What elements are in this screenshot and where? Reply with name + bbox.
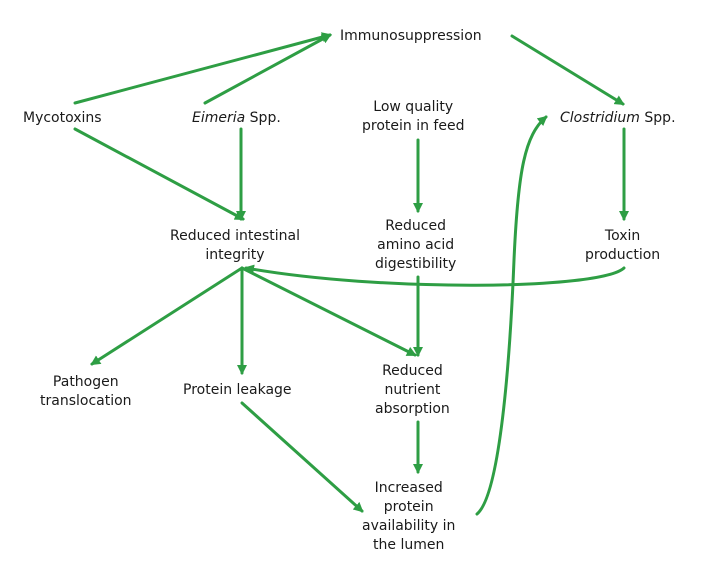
node-clostridium-genus: Clostridium (560, 110, 640, 126)
arrow-mycotoxins-to-immunosuppression (73, 32, 332, 105)
node-reduced-intestinal-integrity-line-2: integrity (205, 247, 265, 263)
node-clostridium-label: Clostridium Spp. (560, 109, 676, 128)
node-low-quality-protein-line-1: Low quality (373, 99, 454, 115)
node-pathogen-translocation-line-2: translocation (40, 393, 132, 409)
node-clostridium: Clostridium Spp. (560, 109, 676, 128)
node-protein-leakage: Protein leakage (183, 381, 292, 400)
arrow-eimeria-to-immunosuppression (203, 33, 332, 105)
node-eimeria: Eimeria Spp. (192, 109, 281, 128)
node-reduced-intestinal-integrity-line-1: Reduced intestinal (170, 228, 300, 244)
node-clostridium-suffix: Spp. (639, 110, 676, 126)
arrow-immunosuppression-to-clostridium (510, 34, 625, 106)
node-eimeria-suffix: Spp. (245, 110, 281, 126)
node-toxin-production: Toxin production (585, 227, 660, 265)
node-low-quality-protein: Low quality protein in feed (362, 98, 464, 136)
arrow-protein-leakage-to-increased-protein-availability (240, 401, 364, 513)
node-reduced-nutrient-absorption-line-2: nutrient (384, 382, 441, 398)
node-low-quality-protein-line-2: protein in feed (362, 118, 465, 134)
arrow-reduced-intestinal-integrity-to-pathogen-translocation (90, 266, 244, 366)
node-toxin-production-line-1: Toxin (604, 228, 641, 244)
node-increased-protein-availability-line-4: the lumen (373, 537, 445, 553)
node-reduced-amino-acid-digestibility-line-1: Reduced (385, 218, 446, 234)
node-increased-protein-availability: Increased protein availability in the lu… (362, 479, 455, 555)
node-reduced-intestinal-integrity: Reduced intestinal integrity (170, 227, 300, 265)
node-eimeria-genus: Eimeria (192, 110, 246, 126)
node-increased-protein-availability-line-1: Increased (374, 480, 443, 496)
arrow-toxin-production-to-reduced-intestinal-integrity (244, 264, 626, 287)
node-increased-protein-availability-line-3: availability in (362, 518, 456, 534)
node-toxin-production-line-2: production (585, 247, 661, 263)
node-increased-protein-availability-line-2: protein (383, 499, 434, 515)
node-mycotoxins: Mycotoxins (23, 109, 102, 128)
arrow-increased-protein-availability-to-clostridium (475, 115, 548, 516)
node-reduced-amino-acid-digestibility-line-3: digestibility (375, 256, 457, 272)
node-reduced-nutrient-absorption: Reduced nutrient absorption (375, 362, 450, 419)
node-eimeria-label: Eimeria Spp. (192, 109, 281, 128)
node-immunosuppression-line-1: Immunosuppression (340, 28, 482, 44)
node-mycotoxins-line-1: Mycotoxins (23, 110, 102, 126)
arrow-mycotoxins-to-reduced-intestinal-integrity (73, 127, 245, 221)
node-pathogen-translocation: Pathogen translocation (40, 373, 132, 411)
node-pathogen-translocation-line-1: Pathogen (52, 374, 119, 390)
node-reduced-nutrient-absorption-line-1: Reduced (382, 363, 443, 379)
node-immunosuppression: Immunosuppression (340, 27, 482, 46)
arrow-reduced-intestinal-integrity-to-reduced-nutrient-absorption (240, 266, 417, 357)
node-reduced-amino-acid-digestibility: Reduced amino acid digestibility (375, 217, 456, 274)
node-reduced-amino-acid-digestibility-line-2: amino acid (377, 237, 455, 253)
node-reduced-nutrient-absorption-line-3: absorption (375, 401, 450, 417)
node-protein-leakage-line-1: Protein leakage (183, 382, 292, 398)
